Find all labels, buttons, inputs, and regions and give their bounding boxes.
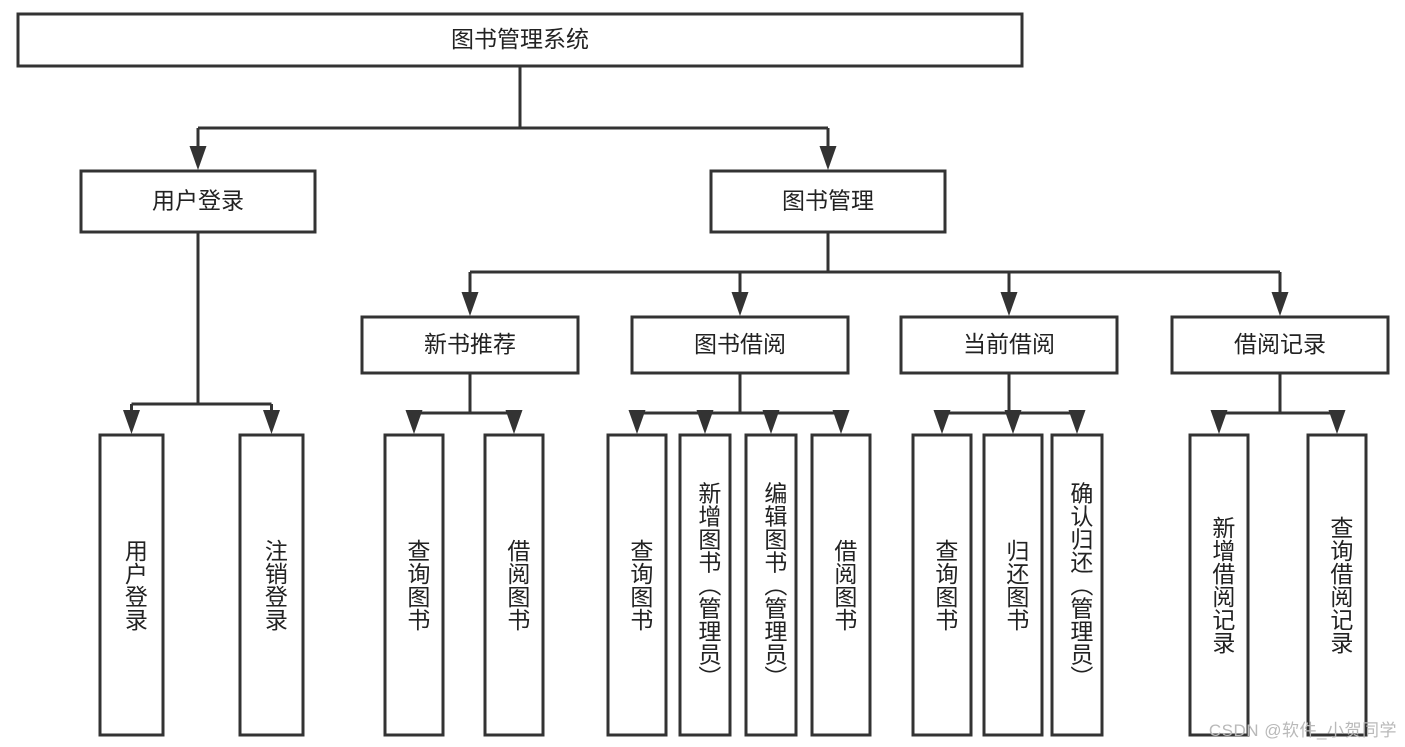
- node-box: [630, 315, 850, 375]
- node-box: [1170, 315, 1390, 375]
- arrow-head-icon: [696, 410, 714, 434]
- arrow-head-icon: [189, 146, 207, 170]
- node-leaf-confirm-return[interactable]: 确认归还（管理员）: [1050, 433, 1104, 737]
- node-box: [1050, 433, 1104, 737]
- node-leaf-return-book[interactable]: 归还图书: [982, 433, 1044, 737]
- arrow-head-icon: [628, 410, 646, 434]
- arrow-head-icon: [1210, 410, 1228, 434]
- node-box: [678, 433, 732, 737]
- arrow-head-icon: [933, 410, 951, 434]
- node-leaf-query-book-c[interactable]: 查询图书: [911, 433, 973, 737]
- arrow-head-icon: [731, 292, 749, 316]
- node-box: [16, 12, 1024, 68]
- node-box: [238, 433, 305, 737]
- node-label: 图书管理系统: [451, 26, 589, 52]
- node-leaf-logout[interactable]: 注销登录: [238, 433, 305, 737]
- node-box: [1306, 433, 1368, 737]
- node-label: 归还图书: [1003, 539, 1030, 631]
- node-box: [709, 169, 947, 234]
- node-l2-user-login[interactable]: 用户登录: [79, 169, 317, 234]
- node-label: 查询图书: [932, 539, 959, 631]
- node-label: 查询图书: [627, 539, 654, 631]
- arrow-head-icon: [762, 410, 780, 434]
- node-leaf-edit-book[interactable]: 编辑图书（管理员）: [744, 433, 798, 737]
- node-label: 用户登录: [121, 539, 148, 631]
- node-leaf-query-record[interactable]: 查询借阅记录: [1306, 433, 1368, 737]
- node-box: [982, 433, 1044, 737]
- node-box: [79, 169, 317, 234]
- node-l3-current[interactable]: 当前借阅: [899, 315, 1119, 375]
- node-l3-borrow[interactable]: 图书借阅: [630, 315, 850, 375]
- node-l2-book-manage[interactable]: 图书管理: [709, 169, 947, 234]
- node-label: 用户登录: [152, 188, 244, 214]
- arrow-head-icon: [505, 410, 523, 434]
- node-root[interactable]: 图书管理系统: [16, 12, 1024, 68]
- node-box: [383, 433, 445, 737]
- arrow-head-icon: [461, 292, 479, 316]
- node-leaf-borrow-book-b[interactable]: 借阅图书: [810, 433, 872, 737]
- node-box: [98, 433, 165, 737]
- arrow-head-icon: [405, 410, 423, 434]
- node-layer: 图书管理系统用户登录图书管理新书推荐图书借阅当前借阅借阅记录用户登录注销登录查询…: [16, 12, 1390, 737]
- node-label: 借阅记录: [1234, 331, 1326, 357]
- node-box: [899, 315, 1119, 375]
- node-leaf-add-book[interactable]: 新增图书（管理员）: [678, 433, 732, 737]
- node-label: 编辑图书（管理员）: [761, 482, 788, 689]
- node-box: [911, 433, 973, 737]
- node-label: 新增图书（管理员）: [695, 482, 722, 689]
- node-box: [810, 433, 872, 737]
- node-label: 查询借阅记录: [1327, 516, 1354, 654]
- node-label: 借阅图书: [831, 539, 858, 631]
- node-label: 新书推荐: [424, 331, 516, 357]
- node-box: [1188, 433, 1250, 737]
- arrow-head-icon: [832, 410, 850, 434]
- node-label: 注销登录: [261, 539, 288, 631]
- node-label: 图书借阅: [694, 331, 786, 357]
- arrow-head-icon: [1068, 410, 1086, 434]
- arrow-head-icon: [819, 146, 837, 170]
- arrow-head-icon: [123, 410, 140, 434]
- node-label: 新增借阅记录: [1209, 516, 1236, 654]
- node-box: [483, 433, 545, 737]
- node-box: [606, 433, 668, 737]
- arrow-head-icon: [1004, 410, 1022, 434]
- node-leaf-add-record[interactable]: 新增借阅记录: [1188, 433, 1250, 737]
- node-label: 当前借阅: [963, 331, 1055, 357]
- node-leaf-borrow-book-a[interactable]: 借阅图书: [483, 433, 545, 737]
- connector-layer: [123, 66, 1346, 434]
- arrow-head-icon: [1328, 410, 1346, 434]
- arrow-head-icon: [263, 410, 280, 434]
- node-label: 查询图书: [404, 539, 431, 631]
- node-leaf-query-book-b[interactable]: 查询图书: [606, 433, 668, 737]
- arrow-head-icon: [1000, 292, 1018, 316]
- node-box: [744, 433, 798, 737]
- node-l3-records[interactable]: 借阅记录: [1170, 315, 1390, 375]
- node-l3-new-book[interactable]: 新书推荐: [360, 315, 580, 375]
- arrow-head-icon: [1271, 292, 1289, 316]
- node-label: 借阅图书: [504, 539, 531, 631]
- node-label: 确认归还（管理员）: [1067, 482, 1094, 689]
- node-label: 图书管理: [782, 188, 874, 214]
- node-leaf-query-book-a[interactable]: 查询图书: [383, 433, 445, 737]
- node-box: [360, 315, 580, 375]
- node-leaf-user-login[interactable]: 用户登录: [98, 433, 165, 737]
